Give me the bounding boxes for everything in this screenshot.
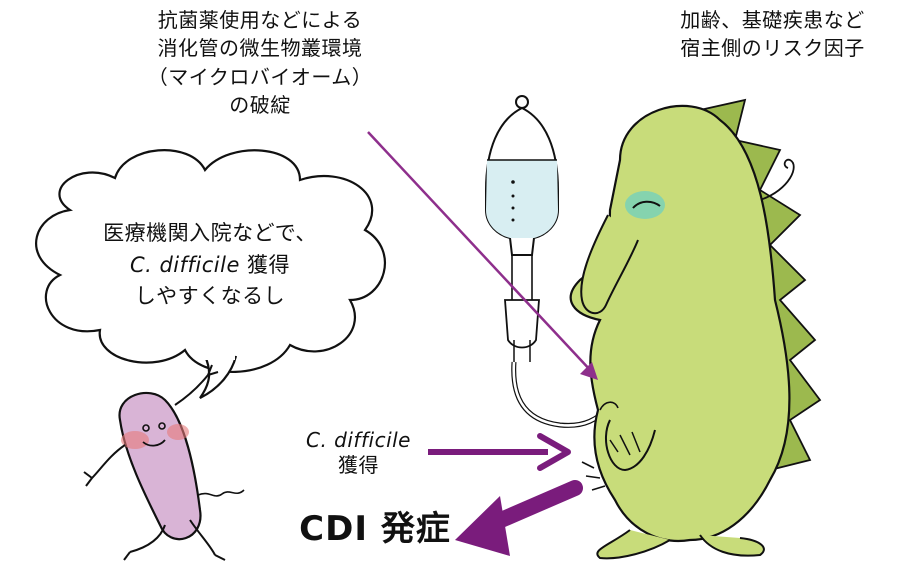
acquisition-text: 獲得 (338, 453, 379, 477)
bubble-line-2: C. difficile 獲得 (60, 250, 360, 282)
outcome-arrow (455, 480, 583, 556)
bacterium-character-icon (83, 364, 245, 561)
microbiome-cause-label: 抗菌薬使用などによる 消化管の微生物叢環境 （マイクロバイオーム） の破綻 (110, 6, 410, 120)
bubble-acquire-text: 獲得 (239, 252, 291, 277)
bubble-species-name: C. difficile (129, 252, 240, 277)
microbiome-line-3: （マイクロバイオーム） (147, 64, 373, 89)
speech-bubble-text: 医療機関入院などで、 C. difficile 獲得 しやすくなるし (60, 218, 360, 313)
bubble-line-3: しやすくなるし (134, 284, 286, 308)
acquisition-species-name: C. difficile (306, 428, 411, 452)
host-risk-label: 加齢、基礎疾患など 宿主側のリスク因子 (650, 6, 895, 63)
cdi-onset-label: CDI 発症 (299, 509, 451, 549)
host-risk-line-2: 宿主側のリスク因子 (680, 36, 865, 61)
microbiome-line-4: の破綻 (229, 93, 291, 118)
speech-bubble-icon (35, 149, 386, 399)
monster-character-icon (569, 98, 822, 560)
host-risk-line-1: 加齢、基礎疾患など (680, 8, 865, 32)
microbiome-line-1: 抗菌薬使用などによる (157, 8, 363, 32)
bubble-line-1: 医療機関入院などで、 (103, 221, 317, 245)
microbiome-arrow (367, 131, 598, 380)
acquisition-label: C. difficile 獲得 (286, 428, 431, 478)
microbiome-line-2: 消化管の微生物叢環境 (157, 36, 363, 61)
acquisition-arrow (428, 433, 571, 471)
